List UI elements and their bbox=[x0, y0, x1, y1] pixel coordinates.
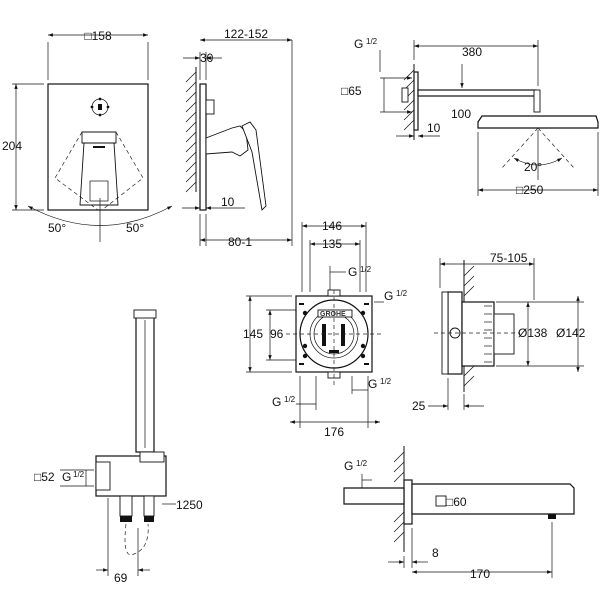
wall-hatching-spout bbox=[393, 451, 405, 543]
wall-hatching-mixer bbox=[185, 71, 197, 193]
flange-size-label: □65 bbox=[341, 84, 362, 98]
box-outlet-bottom-label: G bbox=[368, 377, 377, 391]
spout-wall-flange bbox=[403, 479, 413, 525]
shower-thread-fraction: 1/2 bbox=[366, 37, 378, 46]
spray-angle-label: 20° bbox=[524, 160, 542, 174]
lever-reach-label: 80-1 bbox=[228, 235, 252, 249]
spout-flange-label: □60 bbox=[446, 495, 467, 509]
hand-shower-view: 69 1250 □52 G 1/2 bbox=[34, 309, 203, 585]
holder-offset-label: 69 bbox=[114, 571, 128, 585]
spout-body bbox=[411, 483, 575, 515]
box-outlet-right-fraction: 1/2 bbox=[396, 289, 408, 298]
box-inlet-left-fraction: 1/2 bbox=[284, 395, 296, 404]
lever-offset-label: 10 bbox=[221, 195, 235, 209]
mixer-lever-side bbox=[241, 121, 267, 211]
concealed-box-side-view: 75-105 Ø138 Ø142 25 bbox=[412, 251, 586, 413]
box-body-side bbox=[461, 301, 495, 367]
box-dia-outer-label: Ø142 bbox=[556, 326, 586, 340]
box-outer-width-label: 146 bbox=[322, 219, 342, 233]
mixer-handle-body bbox=[79, 142, 119, 206]
elbow-size-label: □52 bbox=[34, 470, 55, 484]
box-outlet-right-label: G bbox=[384, 289, 393, 303]
mixer-plate-width-label: □158 bbox=[84, 29, 112, 43]
box-dia-inner-label: Ø138 bbox=[518, 326, 548, 340]
mixer-plate-height-label: 204 bbox=[2, 139, 22, 153]
box-base-width-label: 176 bbox=[324, 425, 344, 439]
overhead-shower-view: 20° □250 380 G 1/2 □65 100 10 bbox=[341, 37, 599, 197]
box-inlet-left-label: G bbox=[272, 395, 281, 409]
wall-hatching-box bbox=[463, 265, 475, 387]
box-outlet-bottom-fraction: 1/2 bbox=[380, 377, 392, 386]
elbow-thread-fraction: 1/2 bbox=[73, 470, 85, 479]
arm-height-label: 100 bbox=[451, 107, 471, 121]
spout-supply-pipe bbox=[343, 487, 405, 505]
shower-wall-flange bbox=[413, 71, 419, 131]
angle-left-label: 50° bbox=[48, 221, 66, 235]
plate-thickness-label: 30 bbox=[200, 51, 214, 65]
box-inner-height-label: 96 bbox=[270, 327, 284, 341]
arm-length-label: 380 bbox=[462, 45, 482, 59]
box-inner-width-label: 135 bbox=[322, 237, 342, 251]
mixer-handle-top bbox=[81, 131, 117, 144]
brand-logo: GROHE bbox=[320, 311, 346, 318]
head-size-label: □250 bbox=[516, 183, 544, 197]
arm-wall-offset-label: 10 bbox=[427, 121, 441, 135]
box-outer-height-label: 145 bbox=[243, 327, 263, 341]
shower-head bbox=[477, 115, 599, 129]
elbow-thread-label: G bbox=[62, 470, 71, 484]
mixer-handle-side bbox=[205, 125, 249, 157]
box-inlet-top-fraction: 1/2 bbox=[360, 265, 372, 274]
hose-loop bbox=[124, 523, 149, 556]
concealed-box-front-view: GROHE 146 135 145 96 G 1/2 G 1/2 bbox=[243, 219, 408, 439]
mixer-front-view: □158 204 50° 50° bbox=[2, 29, 173, 242]
spout-wall-offset-label: 8 bbox=[432, 546, 439, 560]
shower-g-thread-label: G bbox=[354, 37, 363, 51]
mixer-depth-range-label: 122-152 bbox=[224, 27, 268, 41]
box-wall-offset-label: 25 bbox=[412, 399, 426, 413]
mixer-plate-side bbox=[199, 83, 207, 211]
box-inlet-top-label: G bbox=[348, 265, 357, 279]
mixer-side-view: 30 122-152 10 80-1 bbox=[182, 27, 293, 249]
spout-thread-label: G bbox=[344, 459, 353, 473]
angle-right-label: 50° bbox=[126, 221, 144, 235]
hose-length-label: 1250 bbox=[176, 498, 203, 512]
box-depth-range-label: 75-105 bbox=[490, 251, 528, 265]
spout-thread-fraction: 1/2 bbox=[356, 459, 368, 468]
hand-shower-head bbox=[133, 309, 157, 319]
shower-arm bbox=[417, 89, 537, 97]
bath-spout-view: G 1/2 □60 8 170 bbox=[343, 446, 575, 581]
spout-length-label: 170 bbox=[470, 567, 490, 581]
